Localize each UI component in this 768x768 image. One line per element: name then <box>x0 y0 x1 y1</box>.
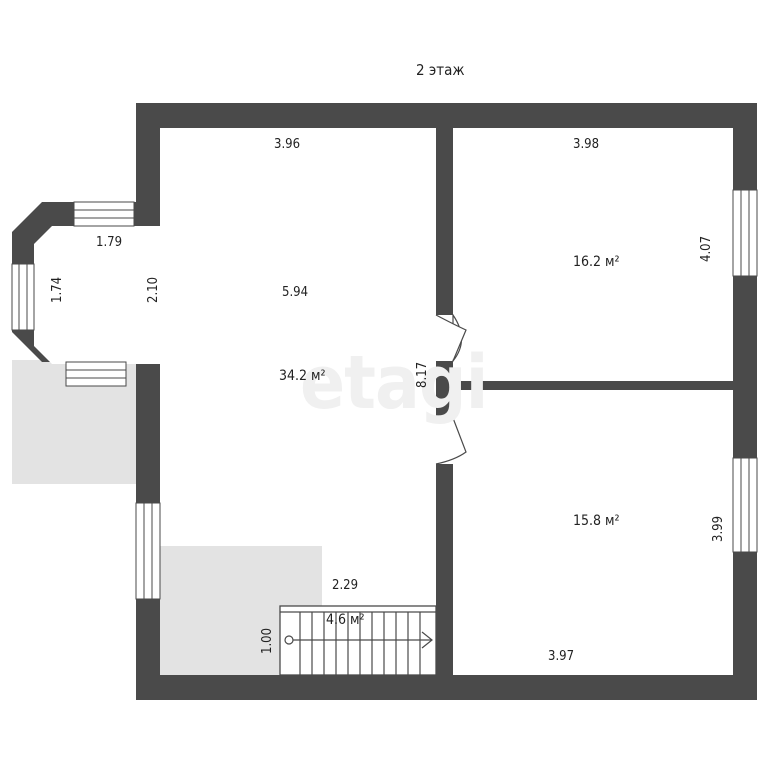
staircase <box>279 605 437 676</box>
dim-main-length: 5.94 <box>282 285 308 300</box>
window-bottom-bay <box>65 361 127 387</box>
area-top-right-room: 16.2 м² <box>573 254 620 270</box>
dim-main-top: 3.96 <box>274 137 300 152</box>
dim-bay-height: 1.74 <box>50 277 65 303</box>
dim-corridor: 8.17 <box>415 362 430 388</box>
dim-bottom-right-width: 3.97 <box>548 649 574 664</box>
area-bottom-right-room: 15.8 м² <box>573 513 620 529</box>
dim-stair-width: 2.29 <box>332 578 358 593</box>
main-room-floor <box>34 128 436 675</box>
dim-top-right-height: 4.07 <box>699 236 714 262</box>
window-left-bay <box>11 263 35 331</box>
door-bottom <box>435 417 467 465</box>
window-right-top <box>732 189 758 277</box>
window-left-main <box>135 502 161 600</box>
watermark: etagi <box>300 340 487 426</box>
bottom-right-room-floor <box>453 390 733 675</box>
dim-stair-height: 1.00 <box>260 628 275 654</box>
dim-bottom-right-height: 3.99 <box>711 516 726 542</box>
door-top-swing <box>435 314 467 362</box>
dim-top-right-width: 3.98 <box>573 137 599 152</box>
window-top-bay <box>73 201 135 227</box>
window-right-bottom <box>732 457 758 553</box>
stair-start-circle <box>284 635 294 645</box>
dim-bay-width: 1.79 <box>96 235 122 250</box>
dim-bay-depth: 2.10 <box>146 277 161 303</box>
area-main-room: 34.2 м² <box>279 368 326 384</box>
top-right-room-floor <box>453 128 733 381</box>
area-stair: 4.6 м² <box>326 612 365 628</box>
floor-title: 2 этаж <box>416 61 465 79</box>
